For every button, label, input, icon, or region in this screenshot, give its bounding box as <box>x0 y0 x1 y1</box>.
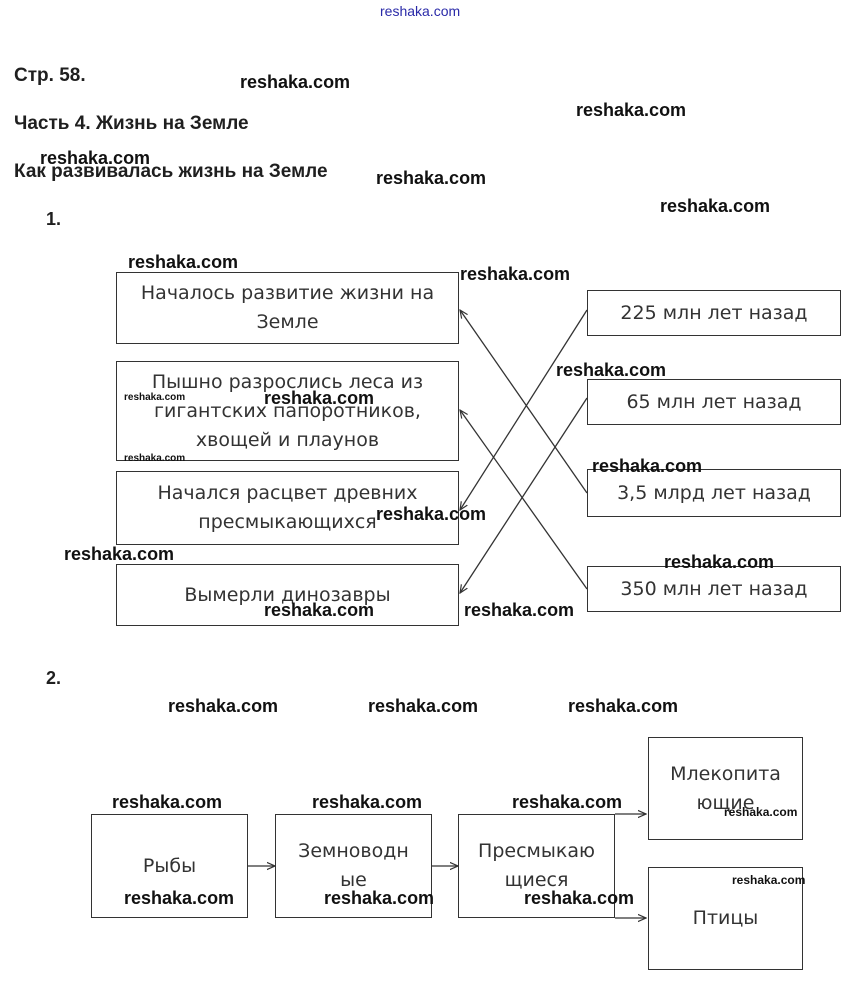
watermark: reshaka.com <box>368 696 479 716</box>
watermark: reshaka.com <box>464 600 575 620</box>
event-text-1: Началось развитие жизни на Земле <box>140 282 435 333</box>
event-text-4: Вымерли динозавры <box>184 583 391 606</box>
watermark: reshaka.com <box>568 696 679 716</box>
event-box-2: Пышно разрослись леса из гигантских папо… <box>116 361 459 461</box>
watermark: reshaka.com <box>512 792 623 812</box>
task-2-number: 2. <box>46 668 62 688</box>
watermark: reshaka.com <box>40 148 151 168</box>
watermark-small: reshaka.com <box>124 453 186 464</box>
event-text-2: Пышно разрослись леса из гигантских папо… <box>151 370 424 451</box>
match-arrow-dinosaurs <box>460 397 588 593</box>
branch-box-birds: Птицы <box>648 867 803 970</box>
watermark: reshaka.com <box>664 552 775 572</box>
topic-title: Как развивалась жизнь на Земле <box>14 161 328 182</box>
branch-box-mammals: Млекопита ющие <box>648 737 803 840</box>
time-text-3: 3,5 млрд лет назад <box>617 481 811 504</box>
match-arrow-reptiles <box>460 309 588 510</box>
match-arrow-life-start <box>460 310 588 494</box>
time-box-4: 350 млн лет назад <box>587 566 841 612</box>
chain-text-reptiles: Пресмыкаю щиеся <box>478 840 595 891</box>
event-box-4: Вымерли динозавры <box>116 564 459 626</box>
site-label: reshaka.com <box>380 3 461 19</box>
watermark: reshaka.com <box>524 888 635 908</box>
watermark: reshaka.com <box>264 388 375 408</box>
time-box-3: 3,5 млрд лет назад <box>587 469 841 517</box>
chain-text-fish: Рыбы <box>142 854 197 877</box>
chain-box-fish: Рыбы <box>91 814 248 918</box>
watermark-small: reshaka.com <box>732 873 806 887</box>
watermark-small: reshaka.com <box>724 805 798 819</box>
watermark: reshaka.com <box>312 792 423 812</box>
watermark: reshaka.com <box>240 72 351 92</box>
branch-text-mammals: Млекопита ющие <box>670 762 781 814</box>
task-1-number: 1. <box>46 209 62 229</box>
chain-box-reptiles: Пресмыкаю щиеся <box>458 814 615 918</box>
time-text-2: 65 млн лет назад <box>626 390 802 413</box>
watermark: reshaka.com <box>168 696 279 716</box>
watermark: reshaka.com <box>324 888 435 908</box>
watermark: reshaka.com <box>592 456 703 476</box>
watermark: reshaka.com <box>264 600 375 620</box>
event-text-3: Начался расцвет древних пресмыкающихся <box>157 482 418 533</box>
time-box-1: 225 млн лет назад <box>587 290 841 336</box>
page-number-heading: Стр. 58. <box>14 65 86 86</box>
watermark: reshaka.com <box>64 544 175 564</box>
watermark: reshaka.com <box>556 360 667 380</box>
time-box-2: 65 млн лет назад <box>587 379 841 425</box>
part-title: Часть 4. Жизнь на Земле <box>14 113 249 134</box>
event-box-1: Началось развитие жизни на Земле <box>116 272 459 344</box>
watermark: reshaka.com <box>128 252 239 272</box>
watermark: reshaka.com <box>112 792 223 812</box>
watermark-small: reshaka.com <box>124 392 186 403</box>
watermark: reshaka.com <box>576 100 687 120</box>
watermark: reshaka.com <box>376 504 487 524</box>
chain-box-amphibians: Земноводн ые <box>275 814 432 918</box>
branch-text-birds: Птицы <box>692 907 759 929</box>
chain-text-amphibians: Земноводн ые <box>298 840 409 891</box>
watermark: reshaka.com <box>460 264 571 284</box>
watermark: reshaka.com <box>124 888 235 908</box>
watermark: reshaka.com <box>376 168 487 188</box>
watermark: reshaka.com <box>660 196 771 216</box>
event-box-3: Начался расцвет древних пресмыкающихся <box>116 471 459 545</box>
time-text-1: 225 млн лет назад <box>620 301 808 324</box>
match-arrow-forests <box>460 410 588 590</box>
time-text-4: 350 млн лет назад <box>620 577 808 600</box>
